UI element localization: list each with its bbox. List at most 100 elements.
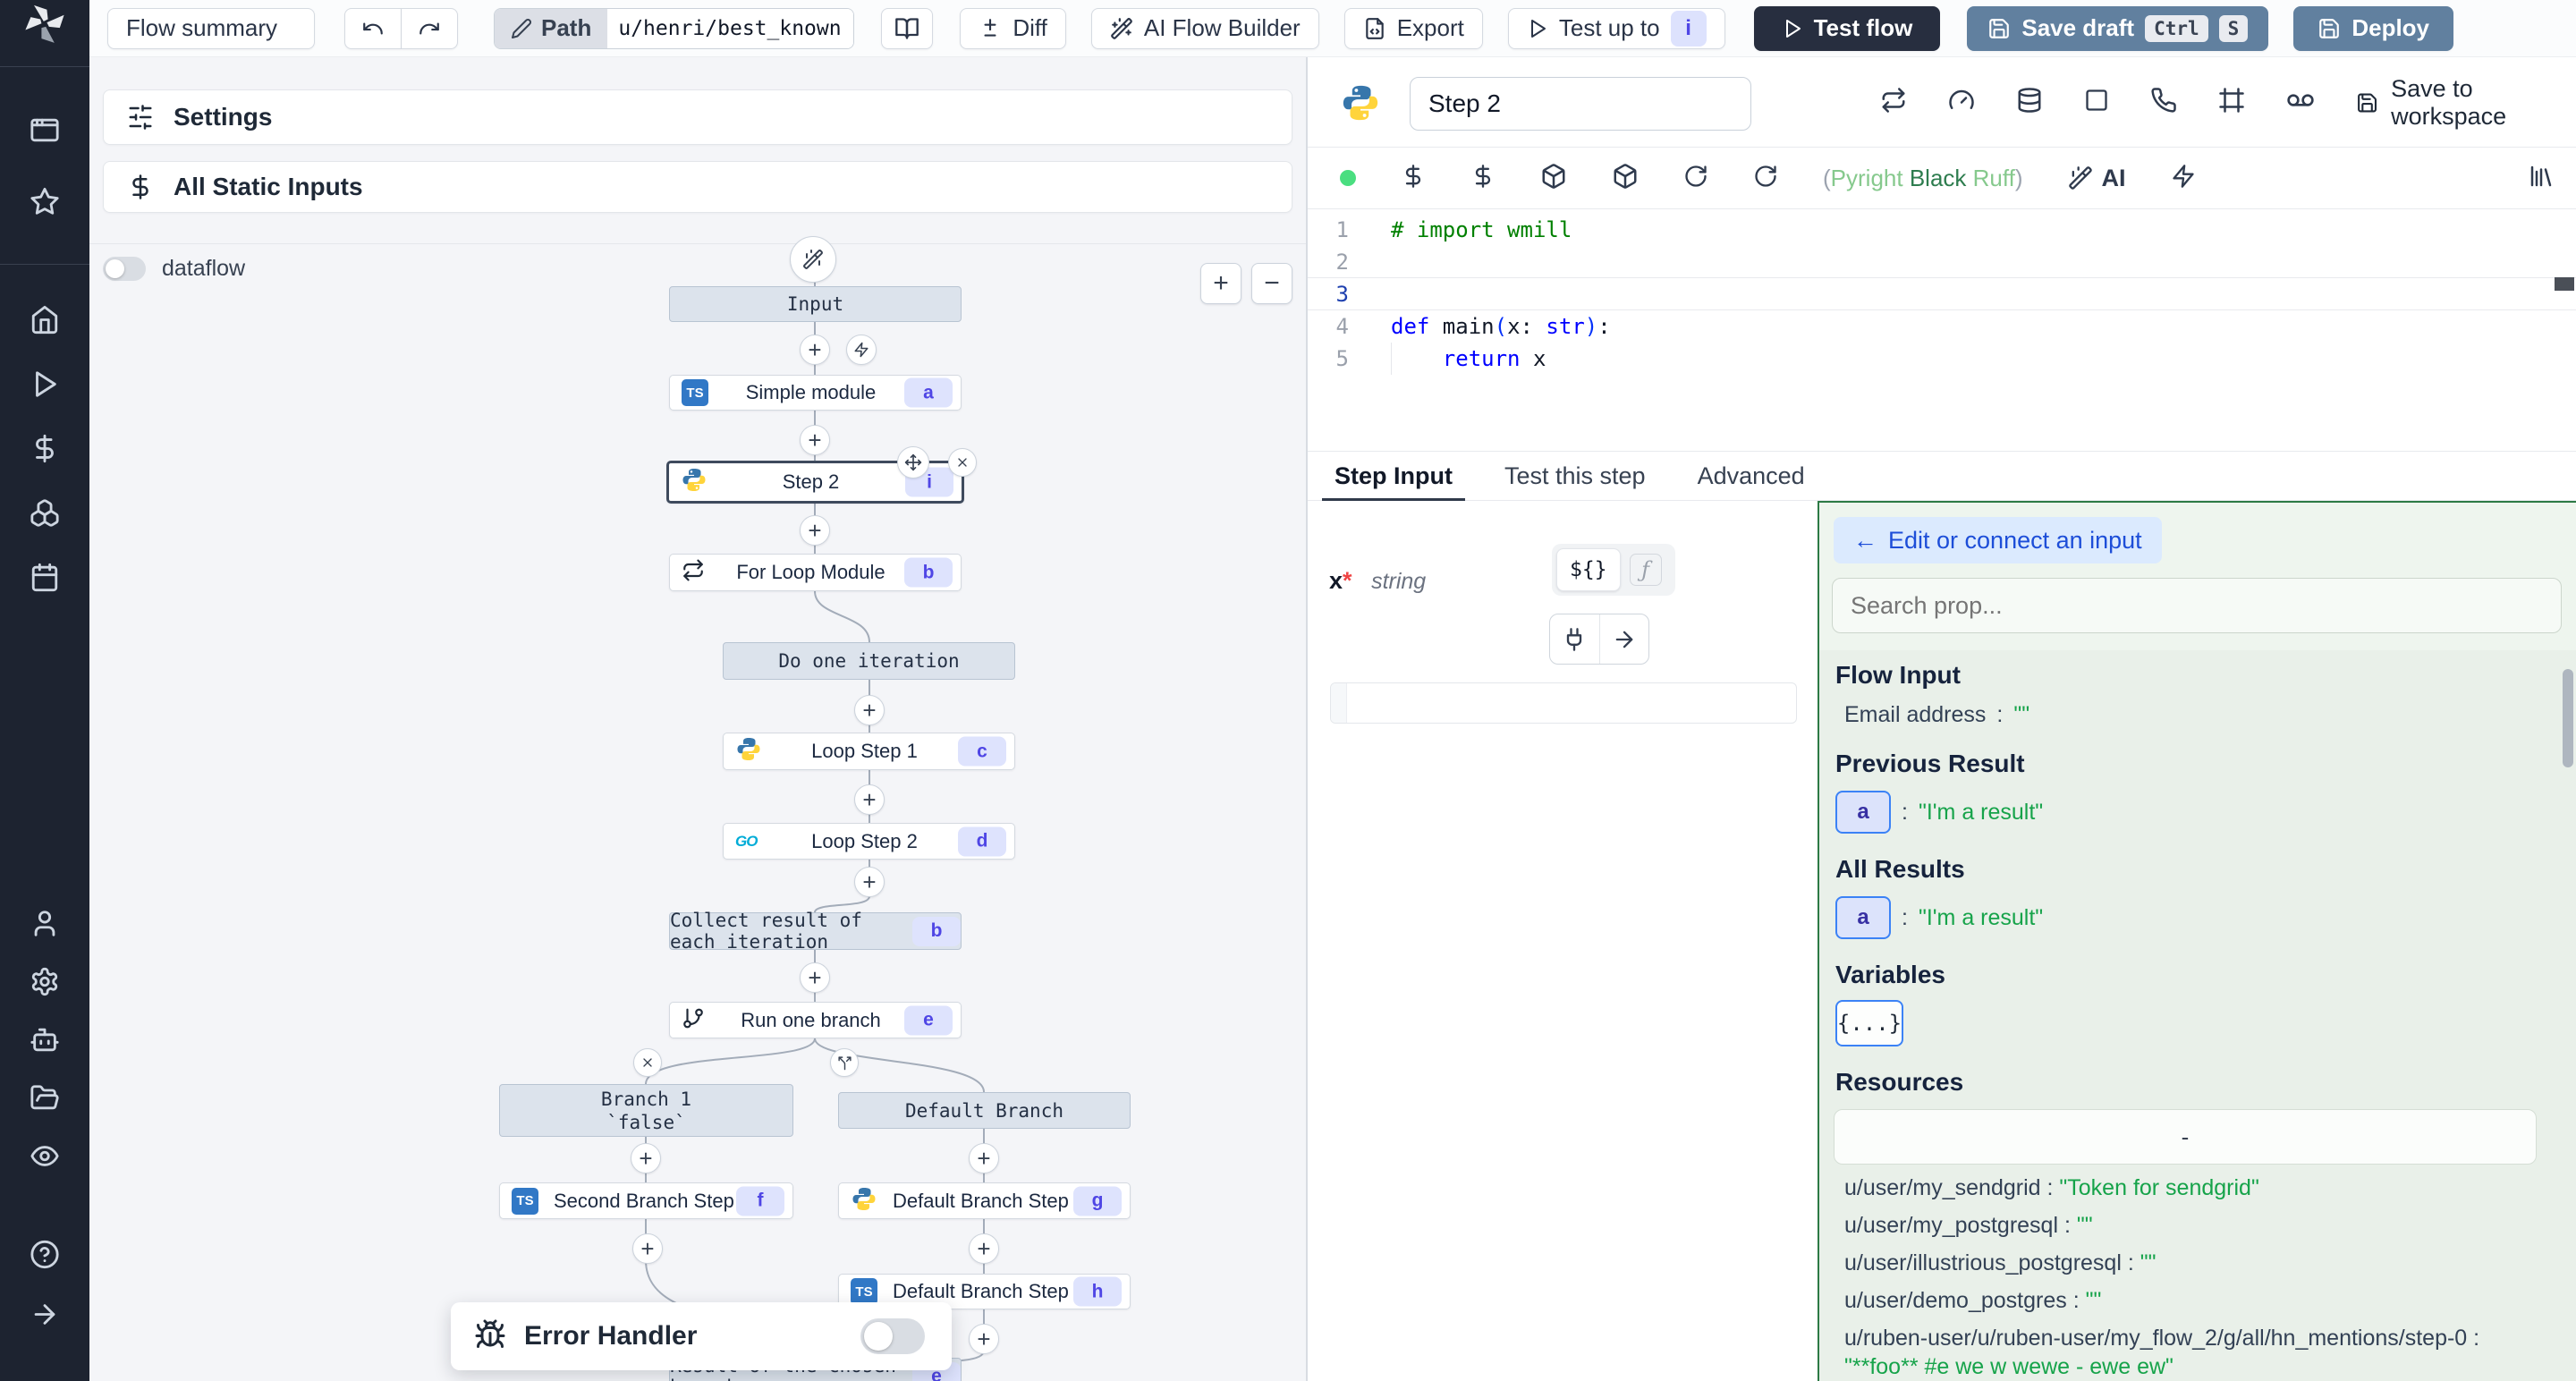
node-default-branch-step-2[interactable]: TS Default Branch Step 2 h — [838, 1274, 1131, 1309]
node-step-2[interactable]: Step 2 i — [666, 461, 964, 504]
move-step-button[interactable] — [897, 446, 929, 479]
add-step-button[interactable]: + — [969, 1143, 999, 1173]
expand-sidebar-icon[interactable] — [30, 1300, 60, 1334]
runs-play-icon[interactable] — [30, 369, 60, 404]
plug-icon[interactable] — [1550, 614, 1600, 664]
favorites-star-icon[interactable] — [30, 187, 60, 222]
user-icon[interactable] — [30, 909, 60, 944]
redo-button[interactable] — [402, 7, 458, 49]
template-mode-button[interactable]: ${} — [1556, 548, 1621, 591]
package-icon[interactable] — [1612, 163, 1639, 194]
node-branch-1[interactable]: Branch 1 `false` — [499, 1084, 793, 1137]
audit-eye-icon[interactable] — [30, 1141, 60, 1176]
step-id-chip[interactable]: a — [1835, 791, 1891, 834]
ai-flow-builder-button[interactable]: AI Flow Builder — [1090, 7, 1319, 49]
add-step-button[interactable]: + — [854, 867, 885, 897]
node-input[interactable]: Input — [669, 286, 962, 322]
add-branch-button[interactable] — [830, 1048, 859, 1077]
mock-frame-icon[interactable] — [2218, 87, 2245, 118]
schedules-calendar-icon[interactable] — [30, 563, 60, 597]
remove-step-button[interactable] — [948, 448, 977, 477]
delete-branch-button[interactable] — [633, 1048, 662, 1077]
error-handler-toggle[interactable] — [860, 1318, 925, 1354]
edit-or-connect-pill[interactable]: ← Edit or connect an input — [1834, 517, 2162, 563]
export-button[interactable]: Export — [1343, 7, 1483, 49]
ai-builder-canvas-button[interactable] — [790, 236, 836, 283]
early-stop-square-icon[interactable] — [2084, 88, 2109, 117]
package-icon[interactable] — [1540, 163, 1567, 194]
flow-summary-button[interactable]: Flow summary — [107, 7, 315, 49]
add-step-button[interactable]: + — [800, 515, 830, 546]
library-icon[interactable] — [2528, 163, 2555, 194]
add-step-button[interactable]: + — [969, 1324, 999, 1354]
resource-row[interactable]: u/user/illustrious_postgresql : "" — [1844, 1250, 2157, 1275]
help-icon[interactable] — [30, 1240, 60, 1275]
add-trigger-zap-button[interactable] — [846, 335, 877, 365]
add-step-button[interactable]: + — [800, 962, 830, 993]
variables-dollar-icon[interactable] — [30, 434, 60, 469]
node-loop-step-2[interactable]: GO Loop Step 2 d — [723, 823, 1015, 860]
resources-filter-input[interactable] — [1834, 1109, 2537, 1165]
node-for-loop-module[interactable]: For Loop Module b — [669, 554, 962, 591]
docs-book-button[interactable] — [881, 7, 934, 49]
workers-bot-icon[interactable] — [30, 1025, 60, 1060]
flow-settings-section[interactable]: Settings — [103, 89, 1292, 145]
variable-picker-icon[interactable] — [1401, 164, 1426, 193]
add-step-button[interactable]: + — [800, 425, 830, 455]
all-static-inputs-section[interactable]: All Static Inputs — [103, 161, 1292, 213]
pipeline-voicemail-icon[interactable] — [2286, 86, 2315, 119]
retries-repeat-icon[interactable] — [1880, 87, 1907, 118]
add-step-button[interactable]: + — [854, 784, 885, 815]
save-draft-button[interactable]: Save draft Ctrl S — [1967, 5, 2269, 51]
node-default-branch-step-1[interactable]: Default Branch Step 1 g — [838, 1182, 1131, 1219]
node-default-branch[interactable]: Default Branch — [838, 1092, 1131, 1129]
test-flow-button[interactable]: Test flow — [1753, 5, 1941, 51]
node-collect-result[interactable]: Collect result of each iteration b — [669, 910, 962, 953]
arrow-right-icon[interactable] — [1600, 614, 1649, 664]
instant-preview-zap-icon[interactable] — [2171, 164, 2196, 193]
path-input[interactable] — [607, 8, 854, 48]
tab-advanced[interactable]: Advanced — [1697, 462, 1805, 489]
node-loop-step-1[interactable]: Loop Step 1 c — [723, 733, 1015, 770]
tab-test-this-step[interactable]: Test this step — [1504, 462, 1646, 489]
settings-gear-icon[interactable] — [30, 967, 60, 1002]
javascript-fx-mode-button[interactable]: ƒ — [1629, 554, 1662, 586]
add-step-button[interactable]: + — [631, 1143, 661, 1173]
node-simple-module[interactable]: TS Simple module a — [669, 375, 962, 411]
resource-row[interactable]: u/ruben-user/u/ruben-user/my_flow_2/g/al… — [1844, 1326, 2480, 1379]
node-second-branch-step-1[interactable]: TS Second Branch Step 1 f — [499, 1182, 793, 1219]
undo-button[interactable] — [344, 7, 402, 49]
code-assistants-status[interactable]: (Pyright Black Ruff) — [1823, 164, 2023, 191]
arg-value-editor[interactable] — [1330, 682, 1797, 724]
resource-row[interactable]: u/user/my_sendgrid : "Token for sendgrid… — [1844, 1175, 2259, 1200]
cache-database-icon[interactable] — [2016, 87, 2043, 118]
add-step-button[interactable]: + — [800, 335, 830, 365]
flow-canvas[interactable]: Settings All Static Inputs dataflow + − — [89, 57, 1306, 1381]
add-step-button[interactable]: + — [632, 1233, 663, 1264]
node-do-one-iteration[interactable]: Do one iteration — [723, 642, 1015, 680]
node-run-one-branch[interactable]: Run one branch e — [669, 1002, 962, 1038]
step-name-input[interactable] — [1410, 77, 1751, 131]
flow-input-row[interactable]: Email address : "" — [1844, 702, 2030, 727]
tab-step-input[interactable]: Step Input — [1322, 452, 1465, 502]
suspend-phone-icon[interactable] — [2150, 87, 2177, 118]
zoom-out-button[interactable]: − — [1251, 263, 1292, 304]
windmill-logo-icon[interactable] — [23, 4, 66, 51]
path-label[interactable]: Path — [495, 8, 608, 48]
step-id-chip[interactable]: a — [1835, 896, 1891, 939]
add-step-button[interactable]: + — [854, 695, 885, 725]
folders-icon[interactable] — [30, 1083, 60, 1118]
resource-row[interactable]: u/user/demo_postgres : "" — [1844, 1288, 2102, 1313]
concurrency-gauge-icon[interactable] — [1948, 87, 1975, 118]
resource-row[interactable]: u/user/my_postgresql : "" — [1844, 1213, 2093, 1238]
reload-icon[interactable] — [1753, 164, 1778, 193]
reload-icon[interactable] — [1683, 164, 1708, 193]
diff-button[interactable]: Diff — [960, 7, 1066, 49]
connect-panel-scrollbar-thumb[interactable] — [2563, 669, 2573, 767]
search-prop-input[interactable] — [1832, 578, 2562, 633]
resource-picker-icon[interactable] — [1470, 164, 1496, 193]
editor-scrollbar-thumb[interactable] — [2555, 277, 2574, 291]
deploy-button[interactable]: Deploy — [2293, 5, 2454, 51]
dataflow-toggle[interactable] — [103, 257, 146, 281]
